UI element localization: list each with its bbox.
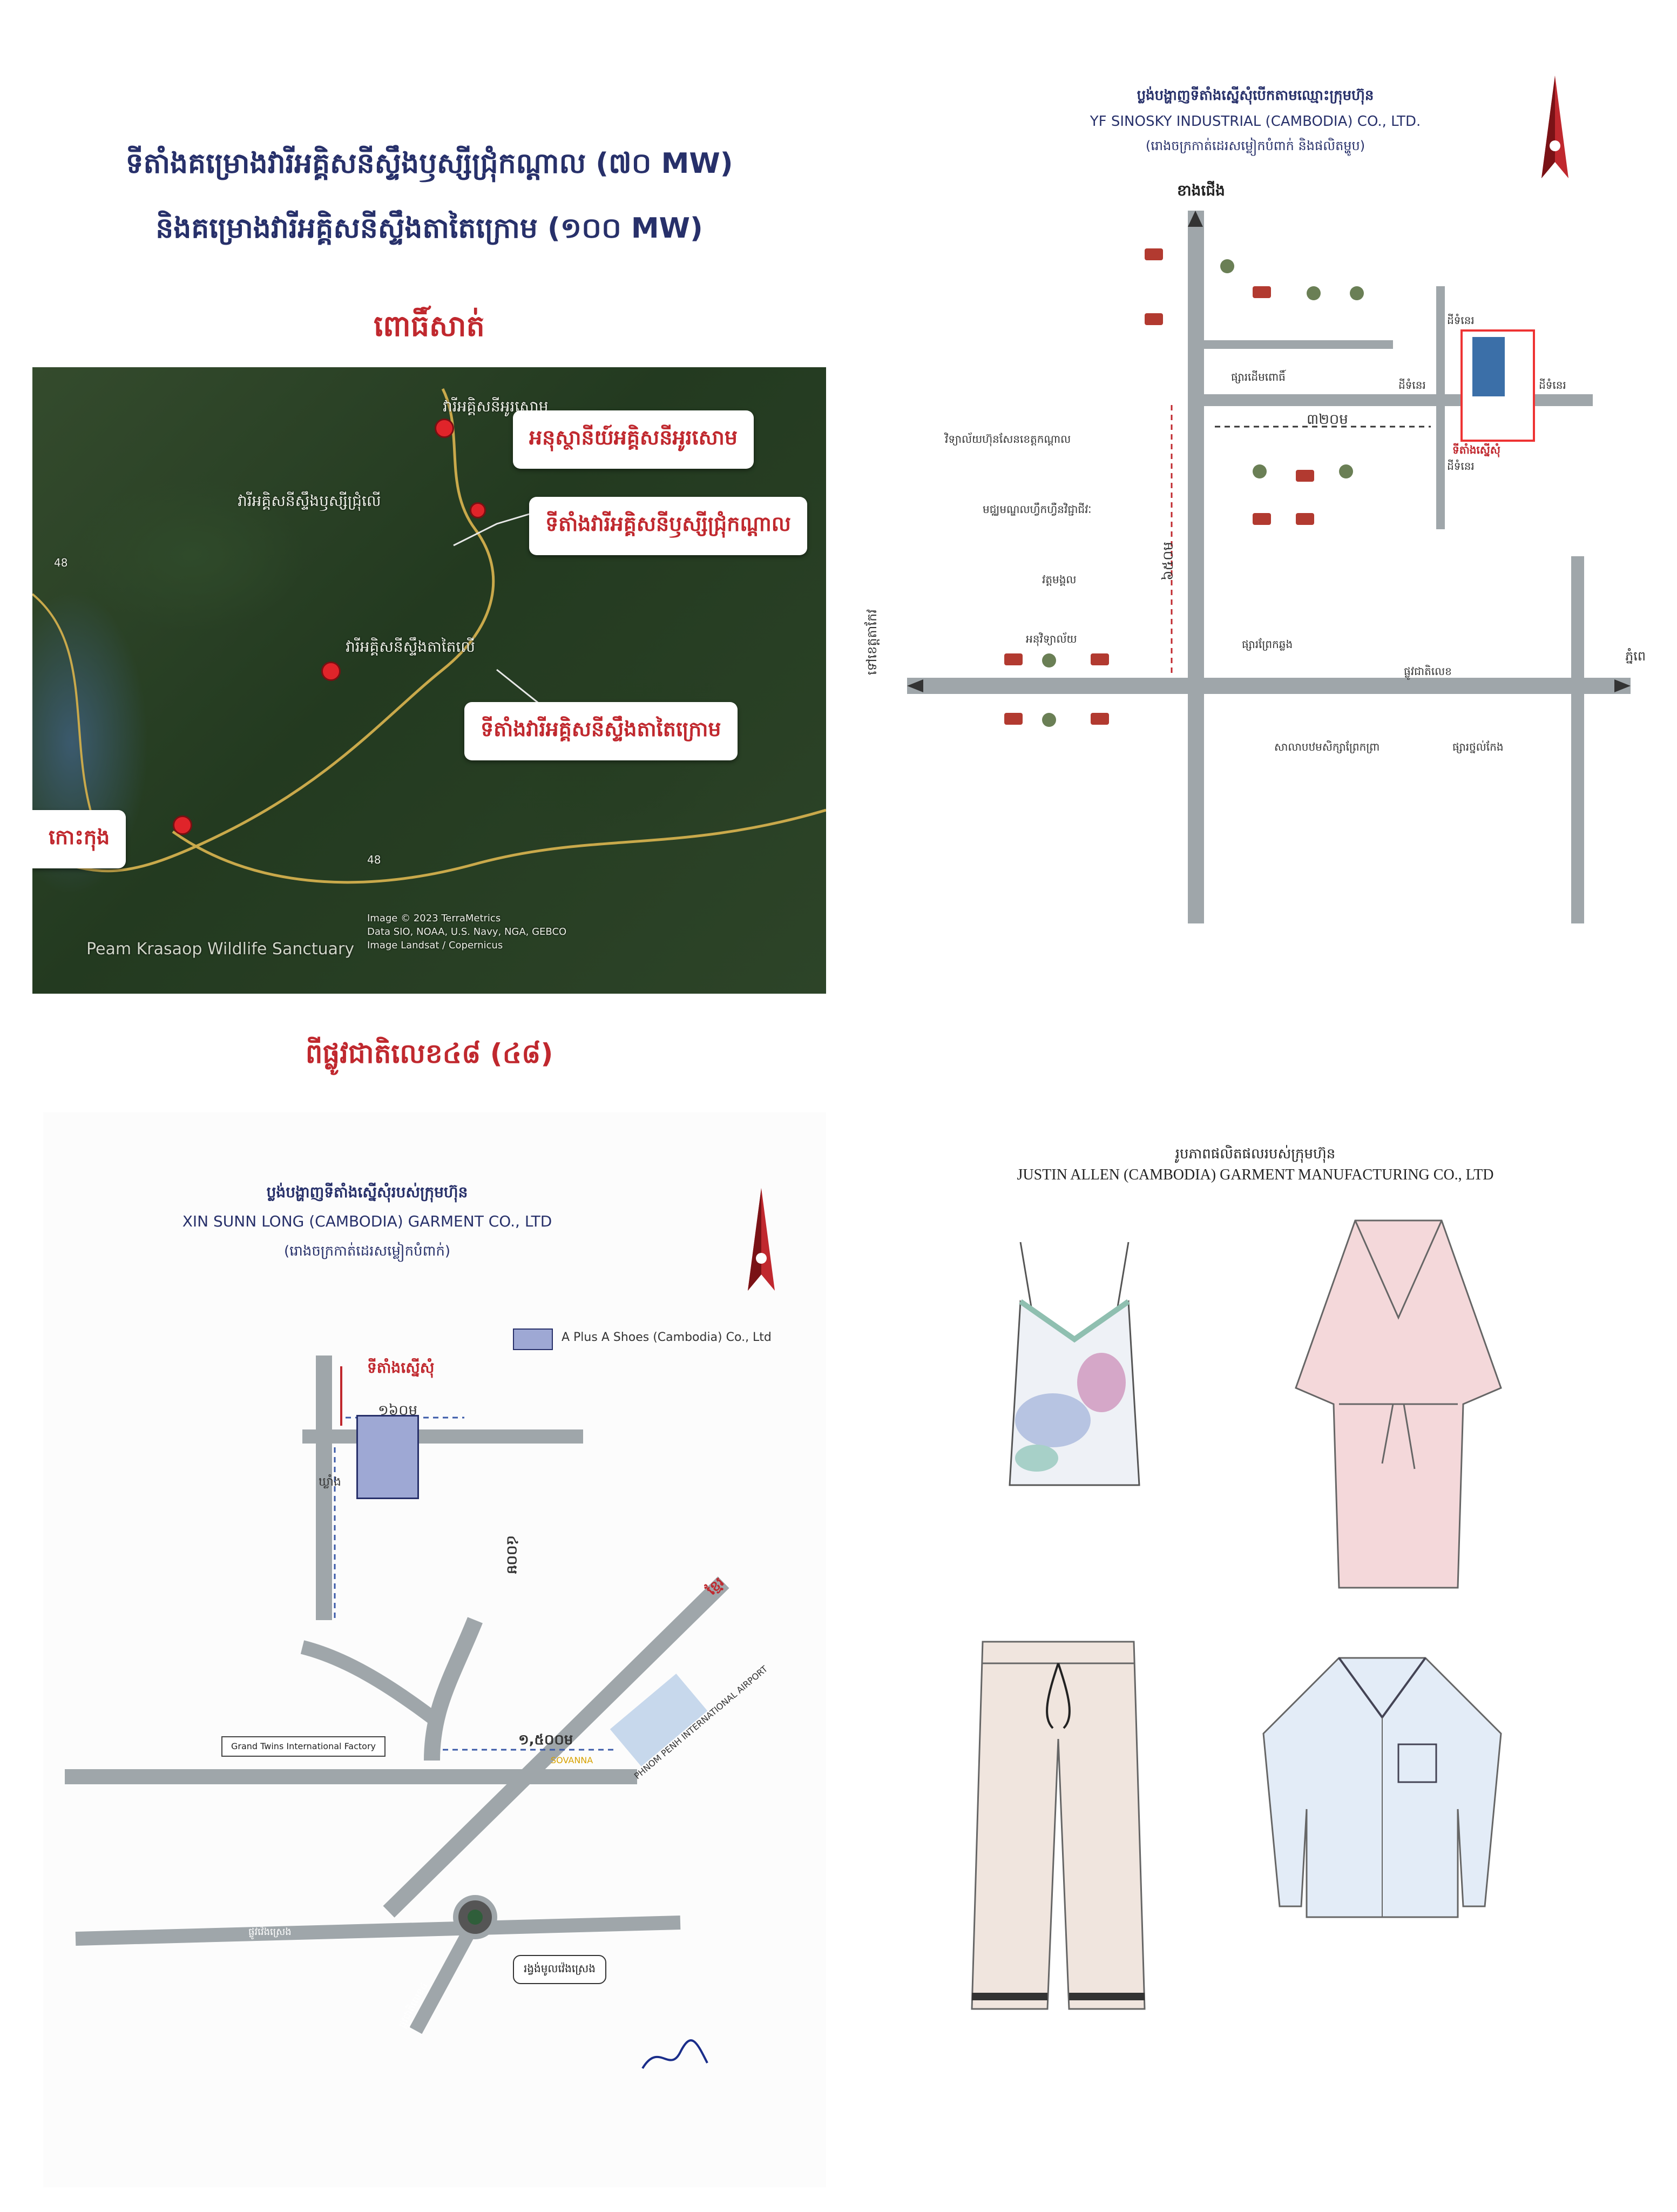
yf-north-label: ខាងជើង: [1177, 181, 1225, 199]
road-label-1: 48: [54, 556, 68, 569]
xsl-heading: ប្លង់បង្ហាញទីតាំងស្នើសុំរបស់ក្រុមហ៊ុន: [266, 1183, 468, 1201]
upper-site-pin: [470, 502, 486, 518]
justin-heading: រូបភាពផលិតផលរបស់ក្រុមហ៊ុន: [1175, 1146, 1336, 1162]
hydro-bottom-region: ពីផ្លូវជាតិលេខ៤៨ (៤៨): [305, 1038, 553, 1069]
yf-site-outline: [1460, 329, 1535, 442]
house-icon: [1296, 513, 1314, 525]
xsl-sovanna-label: SOVANNA: [551, 1755, 593, 1765]
xsl-roundabout-label: រង្វង់មូលវ៉េងស្រេង: [513, 1955, 606, 1984]
credit-line-2: Data SIO, NOAA, U.S. Navy, NGA, GEBCO: [367, 926, 567, 938]
substation-pin: [435, 419, 454, 438]
yf-distance-horizontal: ៣២០ម: [1307, 412, 1348, 428]
koh-kong-pin: [173, 815, 192, 835]
yf-vacant-3: ដីទំនេរ: [1539, 379, 1566, 392]
yf-route-label: ផ្លូវជាតិលេខ: [1404, 665, 1452, 678]
yf-vacant-4: ដីទំនេរ: [1447, 460, 1475, 473]
yf-distance-vertical: ៦៥០ម: [1160, 542, 1176, 581]
xsl-road-bottom-left: ផ្លូវវ៉េងស្រេង: [248, 1926, 292, 1938]
hydro-top-region: ពោធិ៍សាត់: [374, 309, 485, 343]
tree-icon: [1339, 464, 1353, 478]
tree-icon: [1307, 286, 1321, 300]
tatai-site-pin: [321, 662, 341, 681]
xsl-warehouse: ឃ្លាំង: [319, 1475, 341, 1489]
xsl-company: XIN SUNN LONG (CAMBODIA) GARMENT CO., LT…: [182, 1212, 552, 1230]
house-icon: [1145, 248, 1163, 260]
xsl-distance-bottom: ១,៥០០ម: [518, 1732, 573, 1748]
tree-icon: [1042, 653, 1056, 667]
xsl-distance-vertical: ៤០០ម: [503, 1535, 520, 1574]
house-icon: [1004, 713, 1023, 725]
house-icon: [1091, 713, 1109, 725]
house-icon: [1145, 313, 1163, 325]
yf-market-2: ផ្សារព្រែកឆ្លង: [1242, 638, 1293, 651]
xsl-site-label: ទីតាំងស្នើសុំ: [367, 1359, 435, 1377]
xsl-distance-top: ១៦០ម: [378, 1402, 417, 1419]
yf-road-horizontal-main: [907, 678, 1631, 694]
tree-icon: [1350, 286, 1364, 300]
yf-road-upper: [1204, 340, 1393, 349]
yf-market-3: ផ្សារថ្នល់កែង: [1452, 740, 1504, 753]
yf-market-1: ផ្សារដើមពោធិ៍: [1231, 370, 1286, 383]
house-icon: [1253, 513, 1271, 525]
shirt-garment-icon: [1262, 1657, 1502, 1918]
satellite-image: វារីអគ្គិសនីអូរសោម វារីអគ្គិសនីស្ទឹងឫស្ស…: [32, 367, 826, 994]
yf-road-side: [1436, 286, 1445, 529]
credit-line-3: Image Landsat / Copernicus: [367, 940, 503, 951]
place-label-2: វារីអគ្គិសនីស្ទឹងឫស្សីជ្រុំលើ: [238, 492, 381, 510]
satellite-roads: [32, 388, 826, 884]
xsl-site-pointer: [340, 1366, 342, 1426]
hydro-map-panel: ទីតាំងគម្រោងវារីអគ្គិសនីស្ទឹងឫស្សីជ្រុំក…: [32, 32, 826, 1091]
house-icon: [1004, 653, 1023, 665]
xsl-roads: [65, 1355, 729, 2034]
justin-allen-panel: រូបភាពផលិតផលរបស់ក្រុមហ៊ុន JUSTIN ALLEN (…: [864, 1112, 1647, 2187]
yf-secondary-school: អនុវិទ្យាល័យ: [1026, 632, 1077, 645]
yf-road-right: [1571, 556, 1584, 923]
yf-vacant-1: ដីទំនេរ: [1447, 314, 1475, 327]
yf-training-center: មជ្ឈមណ្ឌលហ្វឹកហ្វឺនវិជ្ជាជីវៈ: [983, 503, 1092, 516]
justin-company: JUSTIN ALLEN (CAMBODIA) GARMENT MANUFACT…: [1017, 1166, 1494, 1183]
place-label-3: វារីអគ្គិសនីស្ទឹងតាតៃលើ: [346, 638, 475, 656]
callout-substation: អនុស្ថានីយ៍អគ្គិសនីអូរសោម: [513, 410, 754, 469]
yf-road-vertical-main: [1188, 211, 1204, 923]
yf-site-label: ទីតាំងស្នើសុំ: [1452, 443, 1500, 456]
yf-primary-school: សាលាបឋមសិក្សាព្រែកព្រា: [1274, 740, 1380, 753]
yf-heading: ប្លង់បង្ហាញទីតាំងស្នើសុំបើកតាមឈ្មោះក្រុម…: [1137, 87, 1374, 104]
yf-site-building: [1472, 337, 1505, 396]
house-icon: [1091, 653, 1109, 665]
north-arrow-icon: [748, 1188, 775, 1291]
xsl-factory-left-box: Grand Twins International Factory: [221, 1736, 386, 1757]
callout-koh-kong: កោះកុង: [32, 810, 126, 868]
xsl-site-building: [356, 1415, 419, 1499]
north-arrow-icon: [1541, 76, 1568, 178]
yf-pagoda: វត្តមង្គល: [1042, 573, 1077, 586]
xsl-neighbor-building: [513, 1328, 553, 1350]
yf-highschool: វិទ្យាល័យហ៊ុនសែនខេត្តកណ្ដាល: [945, 433, 1071, 446]
yf-map-panel: ប្លង់បង្ហាញទីតាំងស្នើសុំបើកតាមឈ្មោះក្រុម…: [864, 32, 1647, 1091]
signature-icon: [641, 2039, 708, 2069]
callout-tatai: ទីតាំងវារីអគ្គិសនីស្ទឹងតាតៃក្រោម: [464, 702, 738, 760]
house-icon: [1253, 286, 1271, 298]
yf-right-direction: ភ្នំពេញ: [1625, 649, 1647, 664]
credit-line-1: Image © 2023 TerraMetrics: [367, 913, 501, 924]
callout-russey-chrum: ទីតាំងវារីអគ្គិសនីឫស្សីជ្រុំកណ្ដាល: [529, 497, 807, 555]
yf-subtitle: (រោងចក្រកាត់ដេរសម្លៀកបំពាក់ និងផលិតម្ហូប…: [1145, 138, 1365, 153]
house-icon: [1296, 470, 1314, 482]
yf-left-direction: ទៅខេត្តតាកែវ: [864, 609, 880, 675]
camisole-garment-icon: [1009, 1242, 1140, 1486]
yf-route-overlay: [907, 211, 1631, 692]
pants-garment-icon: [971, 1641, 1146, 2010]
hydro-title-line2: និងគម្រោងវារីអគ្គិសនីស្ទឹងតាតៃក្រោម (១០០…: [155, 212, 703, 245]
tree-icon: [1220, 259, 1234, 273]
xsl-subtitle: (រោងចក្រកាត់ដេរសម្លៀកបំពាក់): [283, 1243, 451, 1259]
xsl-neighbor-label: A Plus A Shoes (Cambodia) Co., Ltd: [562, 1331, 772, 1344]
yf-vacant-2: ដីទំនេរ: [1398, 379, 1426, 392]
road-label-2: 48: [367, 853, 381, 866]
robe-garment-icon: [1295, 1219, 1502, 1589]
yf-company: YF SINOSKY INDUSTRIAL (CAMBODIA) CO., LT…: [1090, 113, 1421, 130]
hydro-title-line1: ទីតាំងគម្រោងវារីអគ្គិសនីស្ទឹងឫស្សីជ្រុំក…: [125, 147, 733, 180]
tree-icon: [1253, 464, 1267, 478]
sanctuary-label: Peam Krasaop Wildlife Sanctuary: [86, 940, 355, 959]
tree-icon: [1042, 713, 1056, 727]
xsl-map-panel: ប្លង់បង្ហាញទីតាំងស្នើសុំរបស់ក្រុមហ៊ុន XI…: [43, 1112, 826, 2187]
